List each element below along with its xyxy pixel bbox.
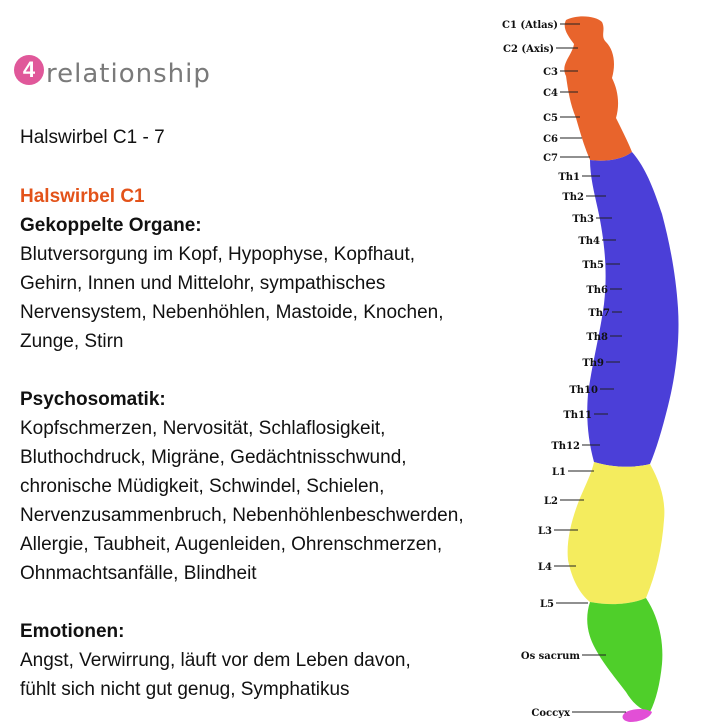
psychosomatik-line: Kopfschmerzen, Nervosität, Schlaflosigke… — [20, 418, 386, 439]
label-th7: Th7 — [588, 308, 610, 319]
emotionen-line: fühlt sich nicht gut genug, Symphatikus — [20, 679, 350, 700]
cervical-vertebrae — [564, 16, 632, 161]
psychosomatik-line: chronische Müdigkeit, Schwindel, Schiele… — [20, 476, 385, 497]
label-l3: L3 — [538, 526, 552, 537]
page-subtitle: Halswirbel C1 - 7 — [20, 127, 165, 148]
psychosomatik-line: Allergie, Taubheit, Augenleiden, Ohrensc… — [20, 534, 443, 555]
label-th11: Th11 — [563, 410, 592, 421]
thoracic-vertebrae — [587, 152, 679, 467]
label-th12: Th12 — [551, 441, 580, 452]
psychosomatik-line: Nervenzusammenbruch, Nebenhöhlenbeschwer… — [20, 505, 464, 526]
organs-heading: Gekoppelte Organe: — [20, 215, 202, 236]
emotionen-heading: Emotionen: — [20, 621, 125, 642]
label-c4: C4 — [543, 88, 558, 99]
label-coccyx: Coccyx — [531, 708, 571, 719]
organs-line: Blutversorgung im Kopf, Hypophyse, Kopfh… — [20, 244, 416, 265]
logo-mark: 4 — [14, 55, 44, 85]
label-l5: L5 — [540, 599, 554, 610]
label-c5: C5 — [543, 113, 558, 124]
psychosomatik-heading: Psychosomatik: — [20, 389, 166, 410]
label-l4: L4 — [538, 562, 552, 573]
organs-line: Nervensystem, Nebenhöhlen, Mastoide, Kno… — [20, 302, 444, 323]
organs-line: Zunge, Stirn — [20, 331, 124, 352]
sacrum — [587, 598, 663, 712]
label-th10: Th10 — [569, 385, 598, 396]
label-leader-lines — [554, 23, 626, 713]
label-th2: Th2 — [562, 192, 584, 203]
psychosomatik-list: Kopfschmerzen, Nervosität, Schlaflosigke… — [20, 414, 464, 588]
label-th3: Th3 — [572, 214, 594, 225]
label-c6: C6 — [543, 134, 558, 145]
lumbar-vertebrae — [567, 462, 665, 605]
organs-line: Gehirn, Innen und Mittelohr, sympathisch… — [20, 273, 386, 294]
emotionen-list: Angst, Verwirrung, läuft vor dem Leben d… — [20, 646, 411, 704]
psychosomatik-line: Ohnmachtsanfälle, Blindheit — [20, 563, 257, 584]
label-c7: C7 — [543, 153, 558, 164]
label-l1: L1 — [552, 467, 566, 478]
psychosomatik-line: Bluthochdruck, Migräne, Gedächtnisschwun… — [20, 447, 407, 468]
label-c3: C3 — [543, 67, 558, 78]
emotionen-line: Angst, Verwirrung, läuft vor dem Leben d… — [20, 650, 411, 671]
logo-text: relationship — [46, 59, 211, 89]
label-th6: Th6 — [586, 285, 608, 296]
organs-list: Blutversorgung im Kopf, Hypophyse, Kopfh… — [20, 240, 444, 356]
coccyx — [622, 709, 652, 722]
label-th9: Th9 — [582, 358, 604, 369]
label-sacrum: Os sacrum — [521, 651, 581, 662]
label-th5: Th5 — [582, 260, 604, 271]
label-th8: Th8 — [586, 332, 608, 343]
label-th1: Th1 — [558, 172, 580, 183]
label-th4: Th4 — [578, 236, 600, 247]
label-c2: C2 (Axis) — [503, 44, 554, 55]
section-title: Halswirbel C1 — [20, 186, 145, 207]
label-c1: C1 (Atlas) — [502, 20, 558, 31]
label-l2: L2 — [544, 496, 558, 507]
